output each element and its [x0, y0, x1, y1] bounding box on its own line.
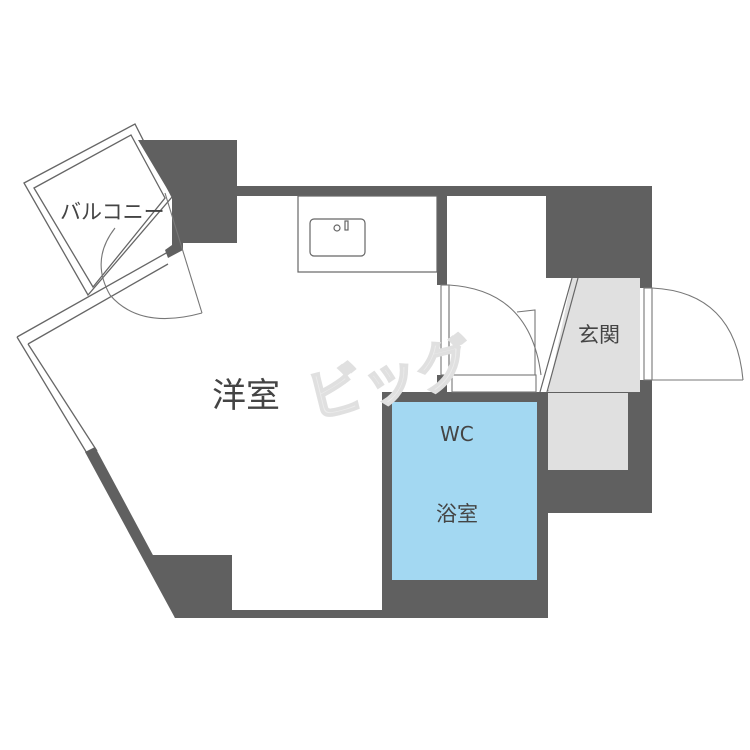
kitchen-counter	[297, 195, 438, 273]
wall-left-diagonal	[85, 447, 184, 618]
room-label-wc: WC	[440, 422, 474, 446]
door-swings	[100, 192, 744, 393]
wall-bottom-left	[148, 555, 382, 618]
wall-top	[236, 186, 652, 196]
bath-area	[392, 402, 537, 580]
entrance-area	[548, 278, 640, 392]
wall-top-left-block	[138, 140, 237, 258]
room-label-bath: 浴室	[436, 502, 478, 526]
entrance-step	[539, 277, 579, 393]
balcony-door-arc	[100, 227, 203, 320]
wall-corridor-lower	[437, 375, 447, 400]
wall-entrance-upper	[640, 278, 652, 288]
left-thin-walls	[16, 251, 169, 456]
entrance-door-arc	[651, 287, 744, 381]
room-label-entrance: 玄関	[578, 323, 620, 347]
storage-area	[548, 393, 628, 470]
wall-top-right-block	[546, 186, 652, 278]
wall-corridor-upper	[437, 196, 447, 285]
corridor-door-arc	[448, 284, 542, 376]
room-label-main: 洋室	[212, 376, 280, 416]
sink-icon	[309, 218, 366, 257]
room-label-balcony: バルコニー	[60, 200, 165, 224]
